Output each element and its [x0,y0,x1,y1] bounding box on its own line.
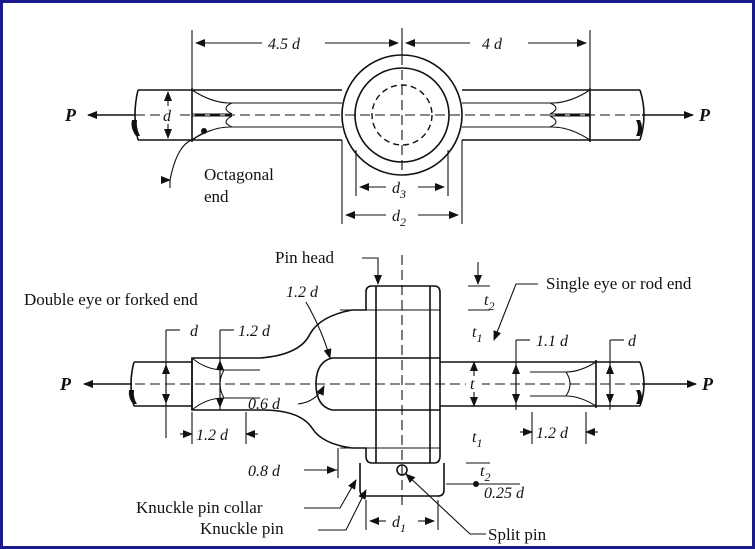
dim-1-2d-bottom-left-label: 1.2 d [196,427,229,444]
dim-d1-label: d1 [392,514,406,535]
load-p-left-bottom: P [59,374,72,394]
rod-break-left [131,120,140,136]
bottom-view: P P Pin head Double eye or forked end 1.… [24,248,714,544]
load-p-left: P [64,105,77,125]
octagonal-label-line2: end [204,187,229,206]
dim-t1-bottom-label: t1 [472,429,482,450]
rod-break-left-bottom [128,390,137,404]
top-view: 4.5 d 4 d P P [64,28,711,229]
dim-4-5d-label: 4.5 d [268,36,301,53]
dim-4d-label: 4 d [482,36,503,53]
dim-d3-label: d3 [392,180,406,201]
dim-0-6d-label: 0.6 d [248,396,281,413]
dim-d-label: d [163,108,172,125]
dim-0-8d-label: 0.8 d [248,463,281,480]
double-eye-label: Double eye or forked end [24,290,198,309]
octagonal-label-line1: Octagonal [204,165,274,184]
knuckle-pin-label: Knuckle pin [200,519,284,538]
split-pin-label: Split pin [488,525,547,544]
dim-1-2d-left-label: 1.2 d [238,323,271,340]
dim-t2-top-label: t2 [484,292,494,313]
dim-d-left-label: d [190,323,199,340]
dim-t2-bottom-label: t2 [480,463,490,484]
dim-t1-top-label: t1 [472,324,482,345]
dim-1-1d-label: 1.1 d [536,333,569,350]
octagonal-end-dot [201,128,207,134]
dim-t-label: t [470,376,475,393]
dim-1-2d-bottom-right-label: 1.2 d [536,425,569,442]
pin-head-label: Pin head [275,248,335,267]
dim-0-25d-label: 0.25 d [484,485,525,502]
knuckle-pin-collar-label: Knuckle pin collar [136,498,263,517]
load-p-right: P [698,105,711,125]
load-p-right-bottom: P [701,374,714,394]
single-eye-label: Single eye or rod end [546,274,692,293]
dim-d-right-label: d [628,333,637,350]
rod-break-right-bottom [636,390,642,404]
dim-d2-label: d2 [392,208,406,229]
dim-1-2d-top-label: 1.2 d [286,284,319,301]
rod-break-right [636,120,642,136]
